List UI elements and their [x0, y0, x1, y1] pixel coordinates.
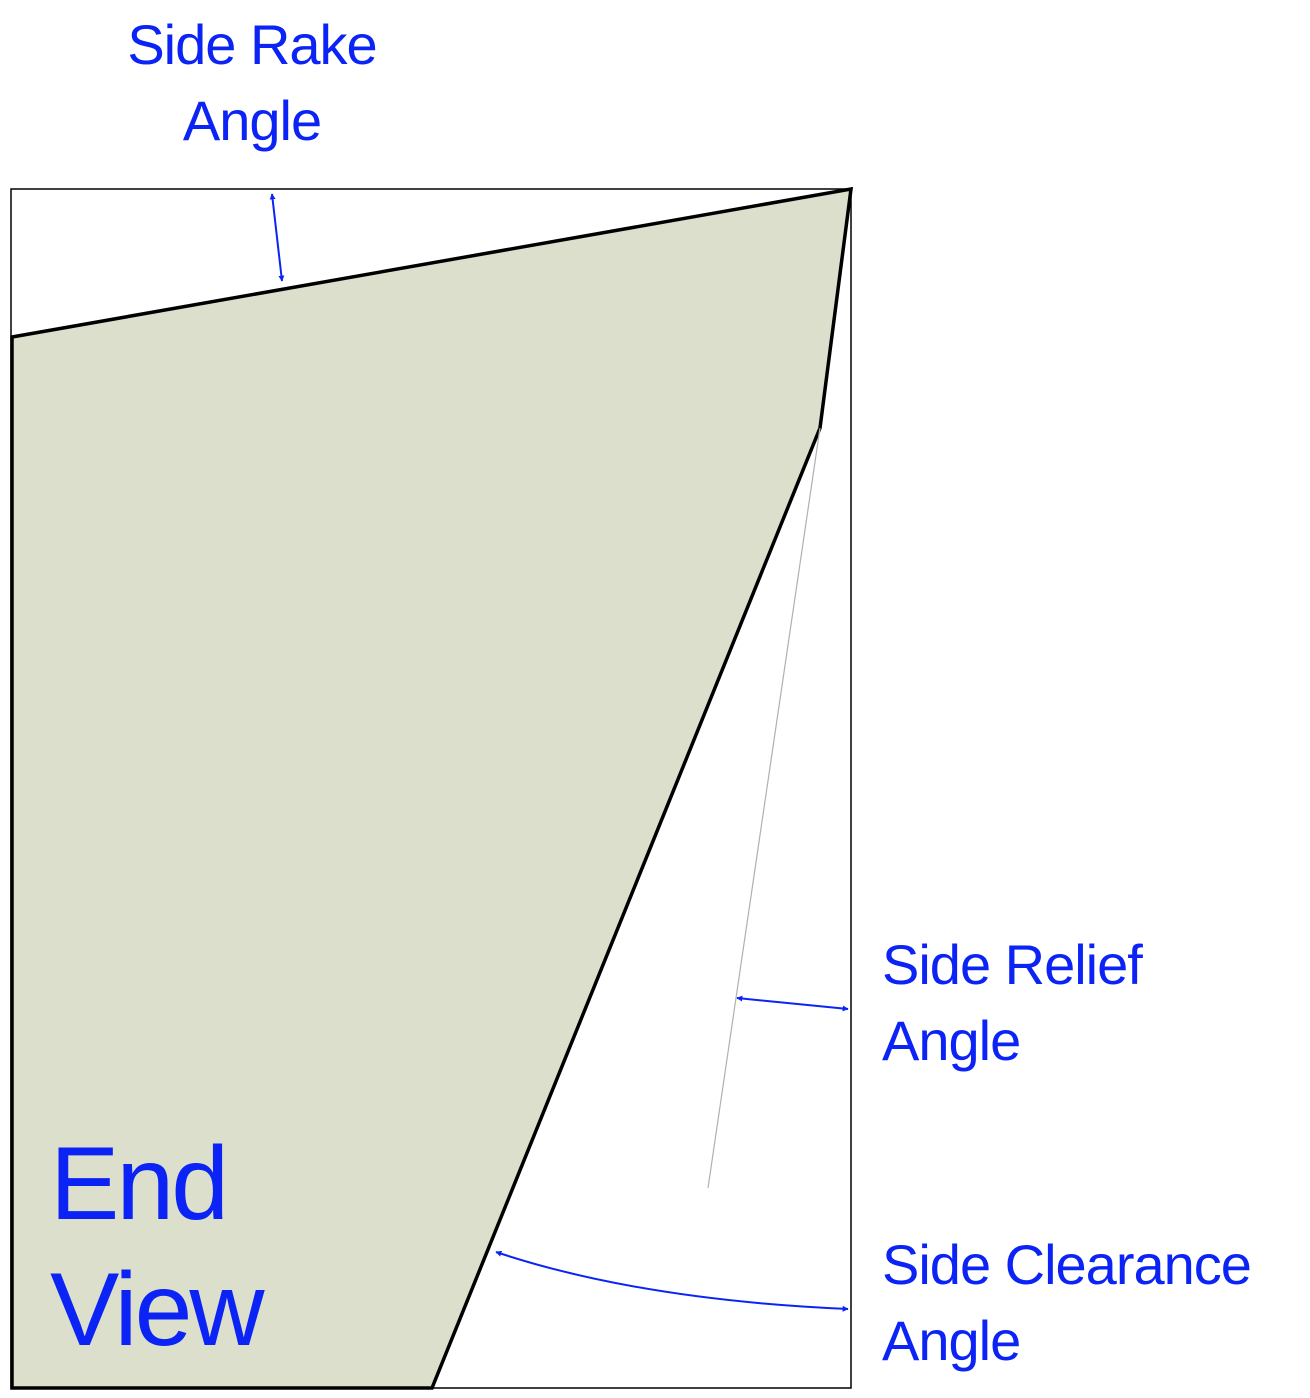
- side-relief-arrow: [736, 995, 849, 1012]
- side-rake-arrow: [269, 193, 285, 282]
- end-view-title: End View: [50, 1126, 265, 1384]
- side-relief-reference-line: [707, 427, 821, 1189]
- tool-cross-section: [10, 186, 854, 1390]
- side-relief-label-line1: Side Relief: [882, 933, 1143, 996]
- side-rake-label-line1: Side Rake: [127, 13, 377, 76]
- side-clearance-angle-label: Side Clearance Angle: [882, 1233, 1252, 1389]
- side-clearance-label-line1: Side Clearance: [882, 1233, 1252, 1296]
- side-rake-label-line2: Angle: [182, 89, 322, 152]
- side-relief-label-line2: Angle: [882, 1009, 1021, 1072]
- side-clearance-arc: [495, 1250, 849, 1312]
- side-clearance-label-line2: Angle: [882, 1309, 1021, 1372]
- side-relief-angle-label: Side Relief Angle: [882, 933, 1143, 1089]
- end-view-title-line1: End: [50, 1126, 229, 1242]
- end-view-title-line2: View: [50, 1252, 265, 1368]
- side-rake-angle-label: Side Rake Angle: [112, 17, 392, 169]
